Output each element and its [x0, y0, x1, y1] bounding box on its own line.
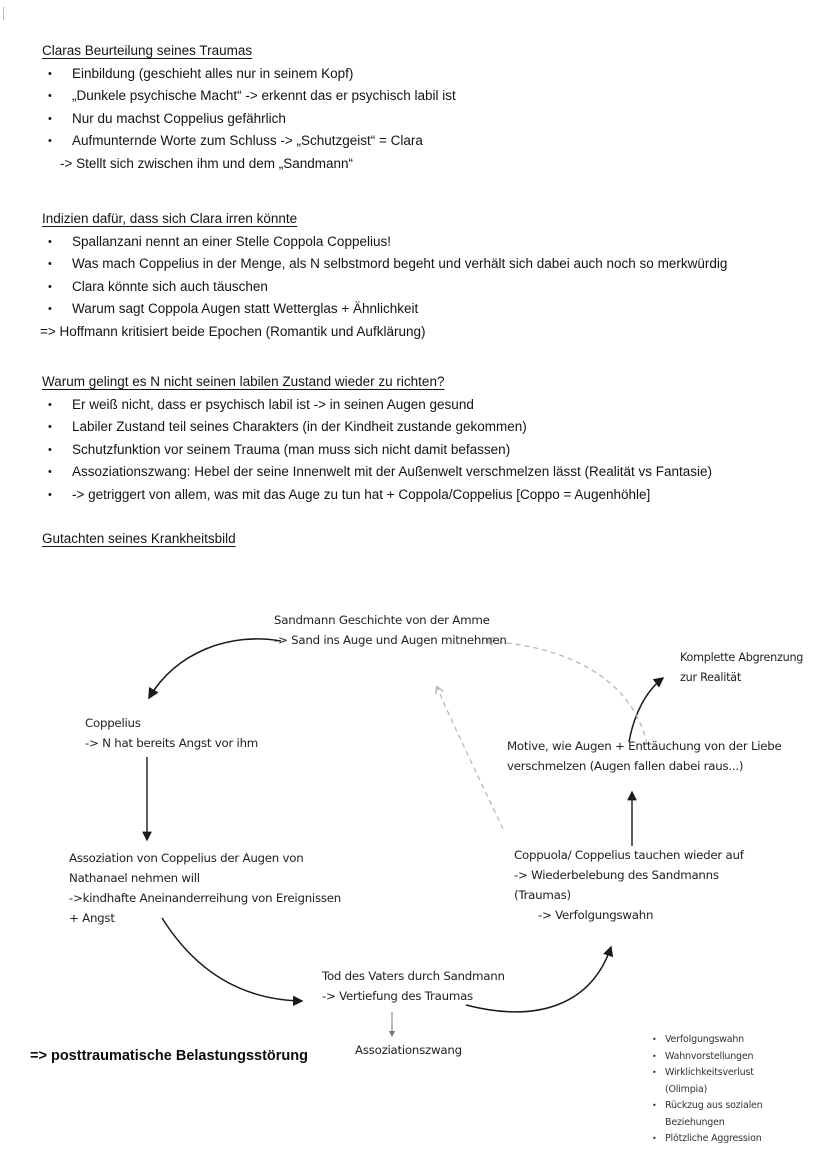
diagram-node-coppelius: Coppelius -> N hat bereits Angst vor ihm [85, 713, 258, 753]
bullet-list: Einbildung (geschieht alles nur in seine… [42, 63, 788, 153]
node-line: Nathanael nehmen will [69, 871, 200, 885]
diagram-node-tod-des-vaters: Tod des Vaters durch Sandmann -> Vertief… [322, 966, 505, 1006]
arrow-assoziation-to-tod [161, 917, 304, 1007]
node-line: Sandmann Geschichte von der Amme [274, 613, 490, 627]
dashed-arrow-motive-to-sandmann [487, 641, 648, 745]
section-warum-gelingt: Warum gelingt es N nicht seinen labilen … [42, 371, 788, 506]
bullet-item: Schutzfunktion vor seinem Trauma (man mu… [42, 439, 788, 462]
bullet-list: Er weiß nicht, dass er psychisch labil i… [42, 394, 788, 507]
diagram-node-assoziationszwang: Assoziationszwang [355, 1040, 462, 1060]
bullet-item: Nur du machst Coppelius gefährlich [42, 108, 788, 131]
section-conclusion: => Hoffmann kritisiert beide Epochen (Ro… [40, 323, 426, 339]
node-line: zur Realität [680, 671, 741, 684]
diagram-node-sandmann: Sandmann Geschichte von der Amme -> Sand… [274, 610, 507, 650]
diagram-node-coppuola: Coppuola/ Coppelius tauchen wieder auf -… [514, 845, 744, 925]
node-line: Komplette Abgrenzung [680, 651, 804, 664]
symptom-item: Wirklichkeitsverlust (Olimpia) [648, 1065, 786, 1098]
node-line: -> Verfolgungswahn [538, 908, 654, 922]
section-heading: Gutachten seines Krankheitsbild [42, 531, 236, 546]
node-line: Motive, wie Augen + Enttäuchung von der … [507, 739, 782, 753]
section-claras-beurteilung: Claras Beurteilung seines Traumas Einbil… [42, 40, 788, 175]
bullet-item: Was mach Coppelius in der Menge, als N s… [42, 253, 788, 276]
section-heading: Indizien dafür, dass sich Clara irren kö… [42, 211, 298, 226]
symptom-item: Rückzug aus sozialen Beziehungen [648, 1098, 786, 1131]
bullet-list: Spallanzani nennt an einer Stelle Coppol… [42, 231, 788, 321]
node-line: -> N hat bereits Angst vor ihm [85, 736, 259, 750]
dashed-arrow-coppuola-to-sandmann [437, 687, 504, 830]
bullet-item: Er weiß nicht, dass er psychisch labil i… [42, 394, 788, 417]
symptom-item: Wahnvorstellungen [648, 1049, 786, 1066]
bullet-item: Labiler Zustand teil seines Charakters (… [42, 416, 788, 439]
bullet-continuation: -> Stellt sich zwischen ihm und dem „San… [60, 155, 354, 171]
scan-artifact [3, 7, 4, 20]
bullet-item: Clara könnte sich auch täuschen [42, 276, 788, 299]
symptom-item: Verfolgungswahn [648, 1032, 786, 1049]
diagram-node-motive: Motive, wie Augen + Enttäuchung von der … [507, 736, 782, 776]
bullet-item: Assoziationszwang: Hebel der seine Innen… [42, 461, 788, 484]
bullet-item: Einbildung (geschieht alles nur in seine… [42, 63, 788, 86]
bullet-item: -> getriggert von allem, was mit das Aug… [42, 484, 788, 507]
symptom-list: Verfolgungswahn Wahnvorstellungen Wirkli… [648, 1032, 786, 1148]
arrow-motive-to-abgrenzung [628, 677, 665, 743]
node-line: verschmelzen (Augen fallen dabei raus...… [507, 759, 744, 773]
notes-text-block: Claras Beurteilung seines Traumas Einbil… [0, 0, 828, 551]
section-gutachten: Gutachten seines Krankheitsbild [42, 528, 788, 551]
node-line: ->kindhafte Aneinanderreihung von Ereign… [69, 891, 341, 905]
node-line: Tod des Vaters durch Sandmann [322, 969, 505, 983]
node-line: -> Wiederbelebung des Sandmanns [514, 868, 719, 882]
section-heading: Warum gelingt es N nicht seinen labilen … [42, 374, 445, 389]
node-line: Coppuola/ Coppelius tauchen wieder auf [514, 848, 744, 862]
diagram-node-komplette-abgrenzung: Komplette Abgrenzung zur Realität [680, 648, 803, 688]
bullet-item: „Dunkele psychische Macht“ -> erkennt da… [42, 85, 788, 108]
node-line: Assoziationszwang [355, 1043, 462, 1057]
node-line: -> Sand ins Auge und Augen mitnehmen [274, 633, 507, 647]
diagnosis-conclusion: => posttraumatische Belastungsstörung [30, 1048, 308, 1064]
diagram-node-assoziation: Assoziation von Coppelius der Augen von … [69, 848, 341, 928]
bullet-item: Spallanzani nennt an einer Stelle Coppol… [42, 231, 788, 254]
node-line: Assoziation von Coppelius der Augen von [69, 851, 304, 865]
symptom-item: Plötzliche Aggression [648, 1131, 786, 1148]
bullet-item: Aufmunternde Worte zum Schluss -> „Schut… [42, 130, 788, 153]
node-line: + Angst [69, 911, 115, 925]
arrow-sandmann-to-coppelius [148, 638, 282, 700]
node-line: Coppelius [85, 716, 141, 730]
bullet-item: Warum sagt Coppola Augen statt Wettergla… [42, 298, 788, 321]
node-line: (Traumas) [514, 888, 571, 902]
section-heading: Claras Beurteilung seines Traumas [42, 43, 253, 58]
node-line: -> Vertiefung des Traumas [322, 989, 473, 1003]
section-indizien: Indizien dafür, dass sich Clara irren kö… [40, 208, 788, 343]
